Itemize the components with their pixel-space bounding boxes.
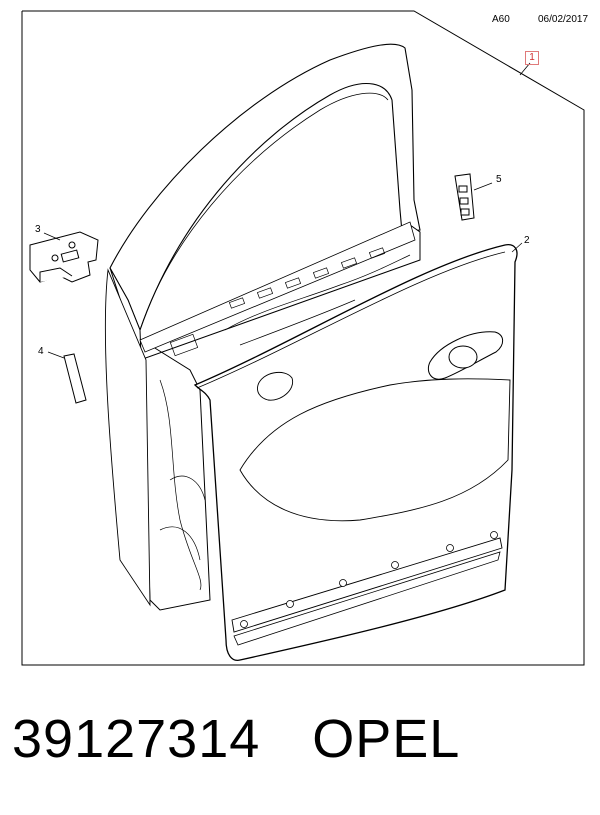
door-handle-cup <box>448 345 478 369</box>
lower-moulding <box>231 537 503 633</box>
window-inner-edge <box>139 92 389 331</box>
callout-4: 4 <box>38 346 44 357</box>
latch-clip <box>454 173 475 221</box>
diagram-code: A60 <box>492 14 510 25</box>
seal-strip <box>63 353 87 404</box>
callout-2: 2 <box>524 235 530 246</box>
callout-5: 5 <box>496 174 502 185</box>
reference-number-box: 1 <box>525 51 539 65</box>
outer-skin-top-edge <box>196 251 506 389</box>
outer-skin-crease <box>239 378 511 522</box>
brand-name: OPEL <box>312 709 461 769</box>
leader-1 <box>519 62 531 76</box>
leader-2 <box>511 242 523 253</box>
lower-moulding-lower <box>233 551 501 646</box>
inner-frame-rail <box>139 221 416 353</box>
door-parts-diagram: A60 06/02/2017 1 2 3 4 5 <box>21 10 589 666</box>
leader-4 <box>47 351 65 359</box>
part-caption: 39127314 OPEL <box>12 708 460 770</box>
diagram-frame <box>21 10 585 666</box>
outer-door-skin <box>193 244 518 661</box>
part-number: 39127314 <box>12 709 261 769</box>
inner-structure-details <box>159 247 411 591</box>
leader-3 <box>43 232 61 241</box>
hinge-bracket <box>29 231 99 283</box>
diagram-date: 06/02/2017 <box>538 14 589 25</box>
door-line-drawing <box>21 10 585 666</box>
mirror-patch <box>257 371 294 401</box>
callout-3: 3 <box>35 224 41 235</box>
inner-frame-pillar <box>104 268 151 607</box>
moulding-clips <box>240 531 498 628</box>
leader-5 <box>473 182 493 191</box>
